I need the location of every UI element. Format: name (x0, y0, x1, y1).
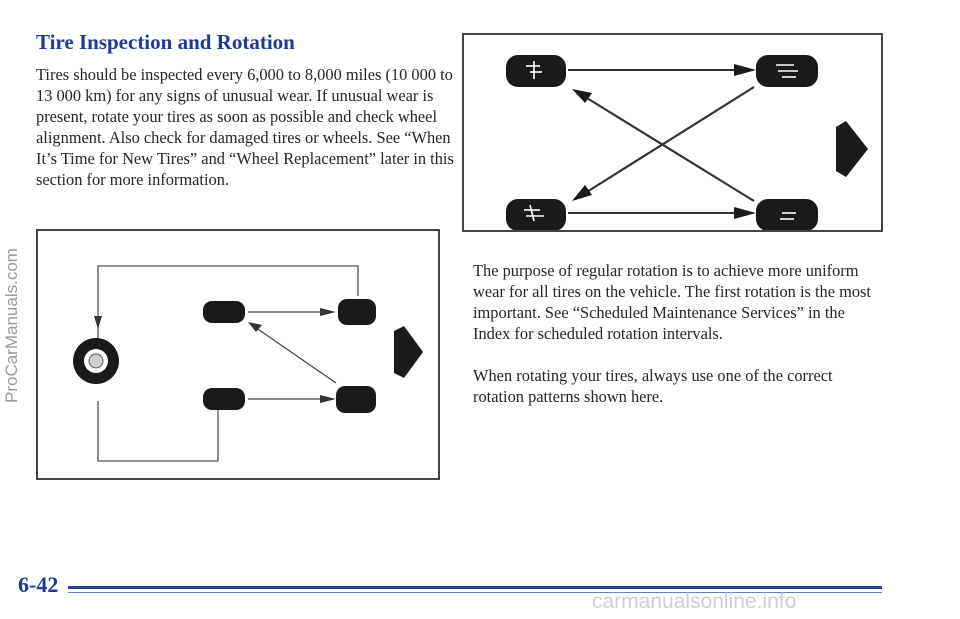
footer-rule-thin (68, 592, 882, 593)
rear-left-tire-icon (506, 199, 566, 230)
front-left-tire-icon (506, 55, 566, 87)
rear-right-tire-icon (336, 386, 376, 413)
front-left-tire-icon (203, 301, 245, 323)
purpose-paragraph: The purpose of regular rotation is to ac… (473, 261, 871, 343)
section-heading: Tire Inspection and Rotation (36, 30, 295, 54)
bottom-watermark: carmanualsonline.info (592, 590, 797, 613)
intro-paragraph: Tires should be inspected every 6,000 to… (36, 65, 454, 189)
x-pattern-rotation-diagram (462, 33, 883, 232)
footer-rule (68, 586, 882, 589)
rear-left-tire-icon (203, 388, 245, 410)
page-number: 6-42 (18, 572, 59, 597)
rotation-note-paragraph: When rotating your tires, always use one… (473, 366, 833, 406)
forward-arrow-icon (394, 326, 423, 378)
front-right-tire-icon (338, 299, 376, 325)
rear-right-tire-icon (756, 199, 818, 230)
forward-arrow-icon (836, 121, 868, 177)
five-tire-rotation-diagram (36, 229, 440, 480)
page-footer: 6-42 (18, 572, 882, 602)
side-watermark: ProCarManuals.com (2, 248, 21, 403)
spare-tire-icon (73, 338, 119, 384)
